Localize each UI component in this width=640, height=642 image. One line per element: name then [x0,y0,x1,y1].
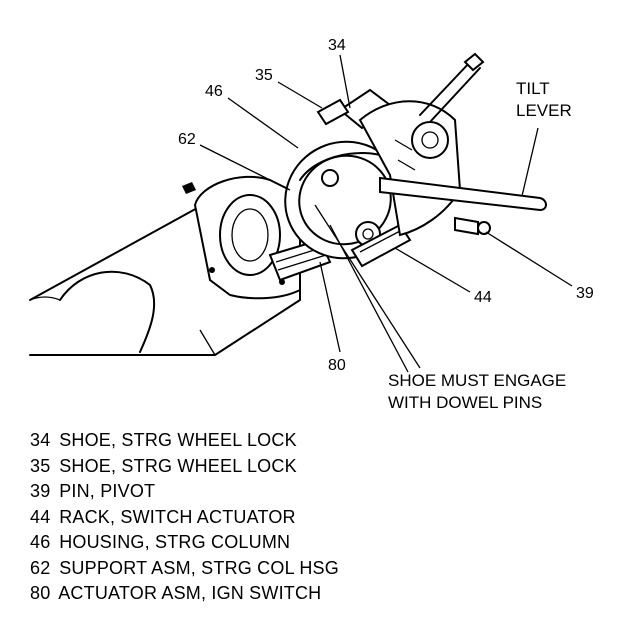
legend-item: 39 PIN, PIVOT [30,481,156,501]
lock-shoe-assembly [316,88,462,237]
legend-item: 62 SUPPORT ASM, STRG COL HSG [30,557,339,578]
callout-35: 35 [255,67,273,84]
callout-46: 46 [205,83,223,100]
legend-item: 44 RACK, SWITCH ACTUATOR [30,506,296,527]
legend-item: 80 ACTUATOR ASM, IGN SWITCH [30,583,322,603]
callout-39: 39 [576,285,594,302]
leader-lines [199,54,573,373]
parts-legend: 34 SHOE, STRG WHEEL LOCK 35 SHOE, STRG W… [30,428,339,607]
callout-62: 62 [178,131,196,148]
pivot-pin [454,216,491,236]
callout-34: 34 [328,37,346,54]
note-line2: WITH DOWEL PINS [388,393,542,412]
tilt-lever-label-line1: TILT [516,79,550,98]
tilt-lever-arm [379,176,547,212]
note-line1: SHOE MUST ENGAGE [388,371,566,390]
legend-item: 46 HOUSING, STRG COLUMN [30,532,291,552]
switch-actuator-rack [350,223,412,268]
callout-80: 80 [328,357,346,374]
tilt-lever-label-line2: LEVER [516,101,572,120]
support-assembly [182,175,301,300]
legend-item: 35 SHOE, STRG WHEEL LOCK [30,455,297,476]
callout-44: 44 [474,289,492,306]
steering-shaft [419,52,485,123]
legend-item: 34 SHOE, STRG WHEEL LOCK [30,430,297,450]
